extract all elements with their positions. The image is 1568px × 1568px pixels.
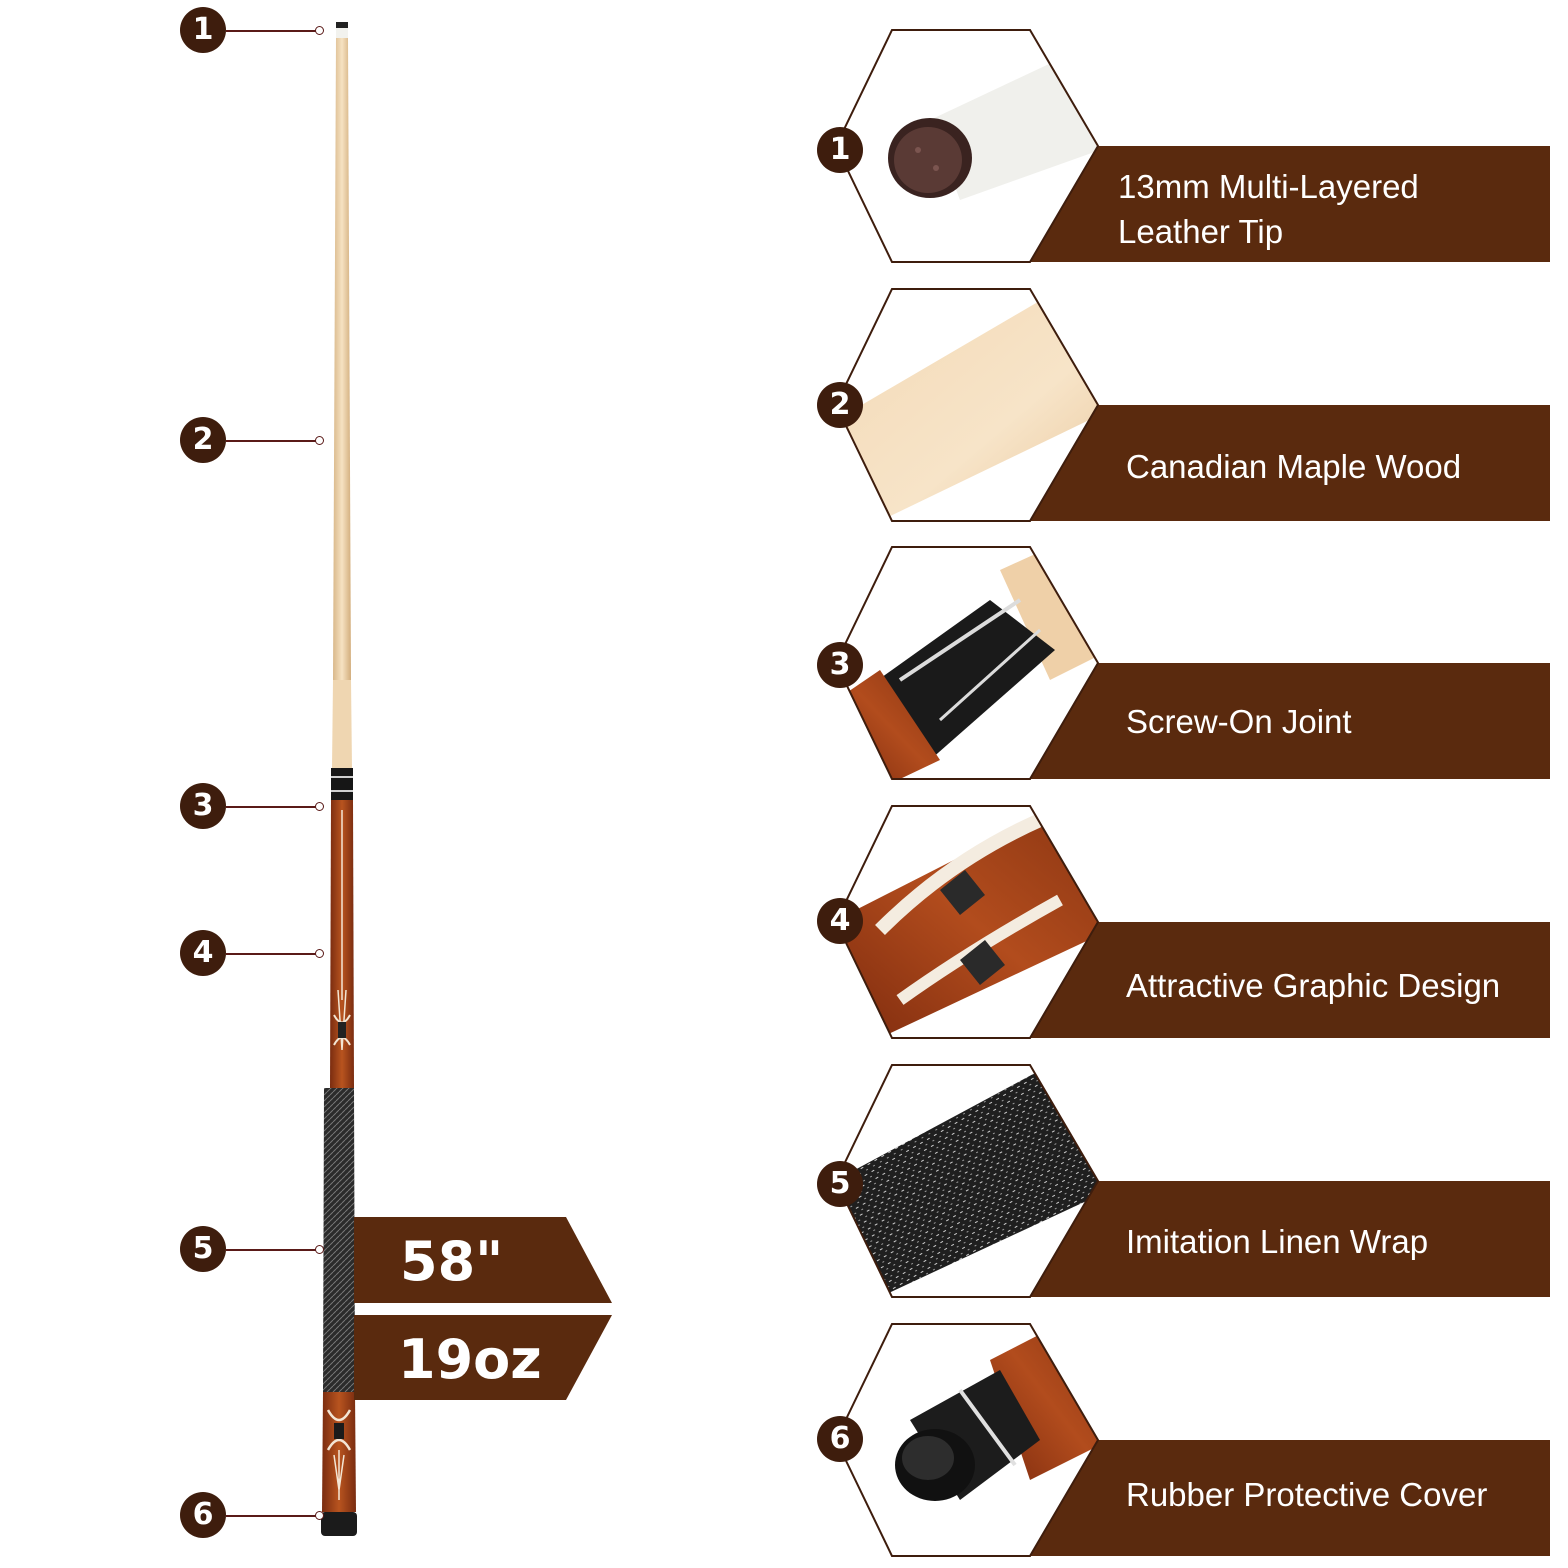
feature-banner-6 xyxy=(1030,1440,1550,1556)
feature-label-5: Imitation Linen Wrap xyxy=(1126,1223,1429,1260)
cue-tip xyxy=(336,22,348,28)
feature-badge-5: 5 xyxy=(817,1161,863,1207)
feature-label-3: Screw-On Joint xyxy=(1126,703,1352,740)
feature-banner-3 xyxy=(1030,663,1550,779)
feature-badge-2: 2 xyxy=(817,382,863,428)
cue-wrap xyxy=(323,1088,355,1392)
feature-banner-4 xyxy=(1030,922,1550,1038)
length-value: 58" xyxy=(400,1230,504,1293)
graphic-inlay-closeup-icon xyxy=(836,806,1098,1038)
cue-callout-dot-2 xyxy=(315,436,324,445)
feature-label-4: Attractive Graphic Design xyxy=(1126,967,1501,1004)
cue-callout-dot-4 xyxy=(315,949,324,958)
feature-banner-5 xyxy=(1030,1181,1550,1297)
feature-badge-1: 1 xyxy=(817,127,863,173)
feature-badge-4: 4 xyxy=(817,898,863,944)
cue-callout-leader-6 xyxy=(226,1515,318,1517)
cue-callout-leader-2 xyxy=(226,440,318,442)
cue-callout-leader-1 xyxy=(226,30,318,32)
cue-callout-badge-2: 2 xyxy=(180,417,226,463)
cue-callout-dot-1 xyxy=(315,26,324,35)
cue-callout-badge-3: 3 xyxy=(180,783,226,829)
cue-bumper xyxy=(321,1512,357,1536)
feature-badge-3: 3 xyxy=(817,642,863,688)
cue-callout-dot-3 xyxy=(315,802,324,811)
cue-shaft xyxy=(333,38,351,680)
cue-callout-dot-6 xyxy=(315,1511,324,1520)
feature-label-1: 13mm Multi-Layered Leather Tip xyxy=(1118,168,1419,250)
cue-callout-leader-3 xyxy=(226,806,318,808)
feature-banner-1 xyxy=(1030,146,1550,262)
feature-banner-2 xyxy=(1030,405,1550,521)
feature-label-2: Canadian Maple Wood xyxy=(1126,448,1462,485)
feature-badge-6: 6 xyxy=(817,1416,863,1462)
cue-callout-badge-4: 4 xyxy=(180,930,226,976)
cue-callout-dot-5 xyxy=(315,1245,324,1254)
cue-callout-badge-1: 1 xyxy=(180,7,226,53)
feature-label-6: Rubber Protective Cover xyxy=(1126,1476,1488,1513)
cue-callout-badge-6: 6 xyxy=(180,1492,226,1538)
cue-callout-leader-5 xyxy=(226,1249,318,1251)
cue-callout-leader-4 xyxy=(226,953,318,955)
weight-value: 19oz xyxy=(398,1328,542,1391)
cue-callout-badge-5: 5 xyxy=(180,1226,226,1272)
